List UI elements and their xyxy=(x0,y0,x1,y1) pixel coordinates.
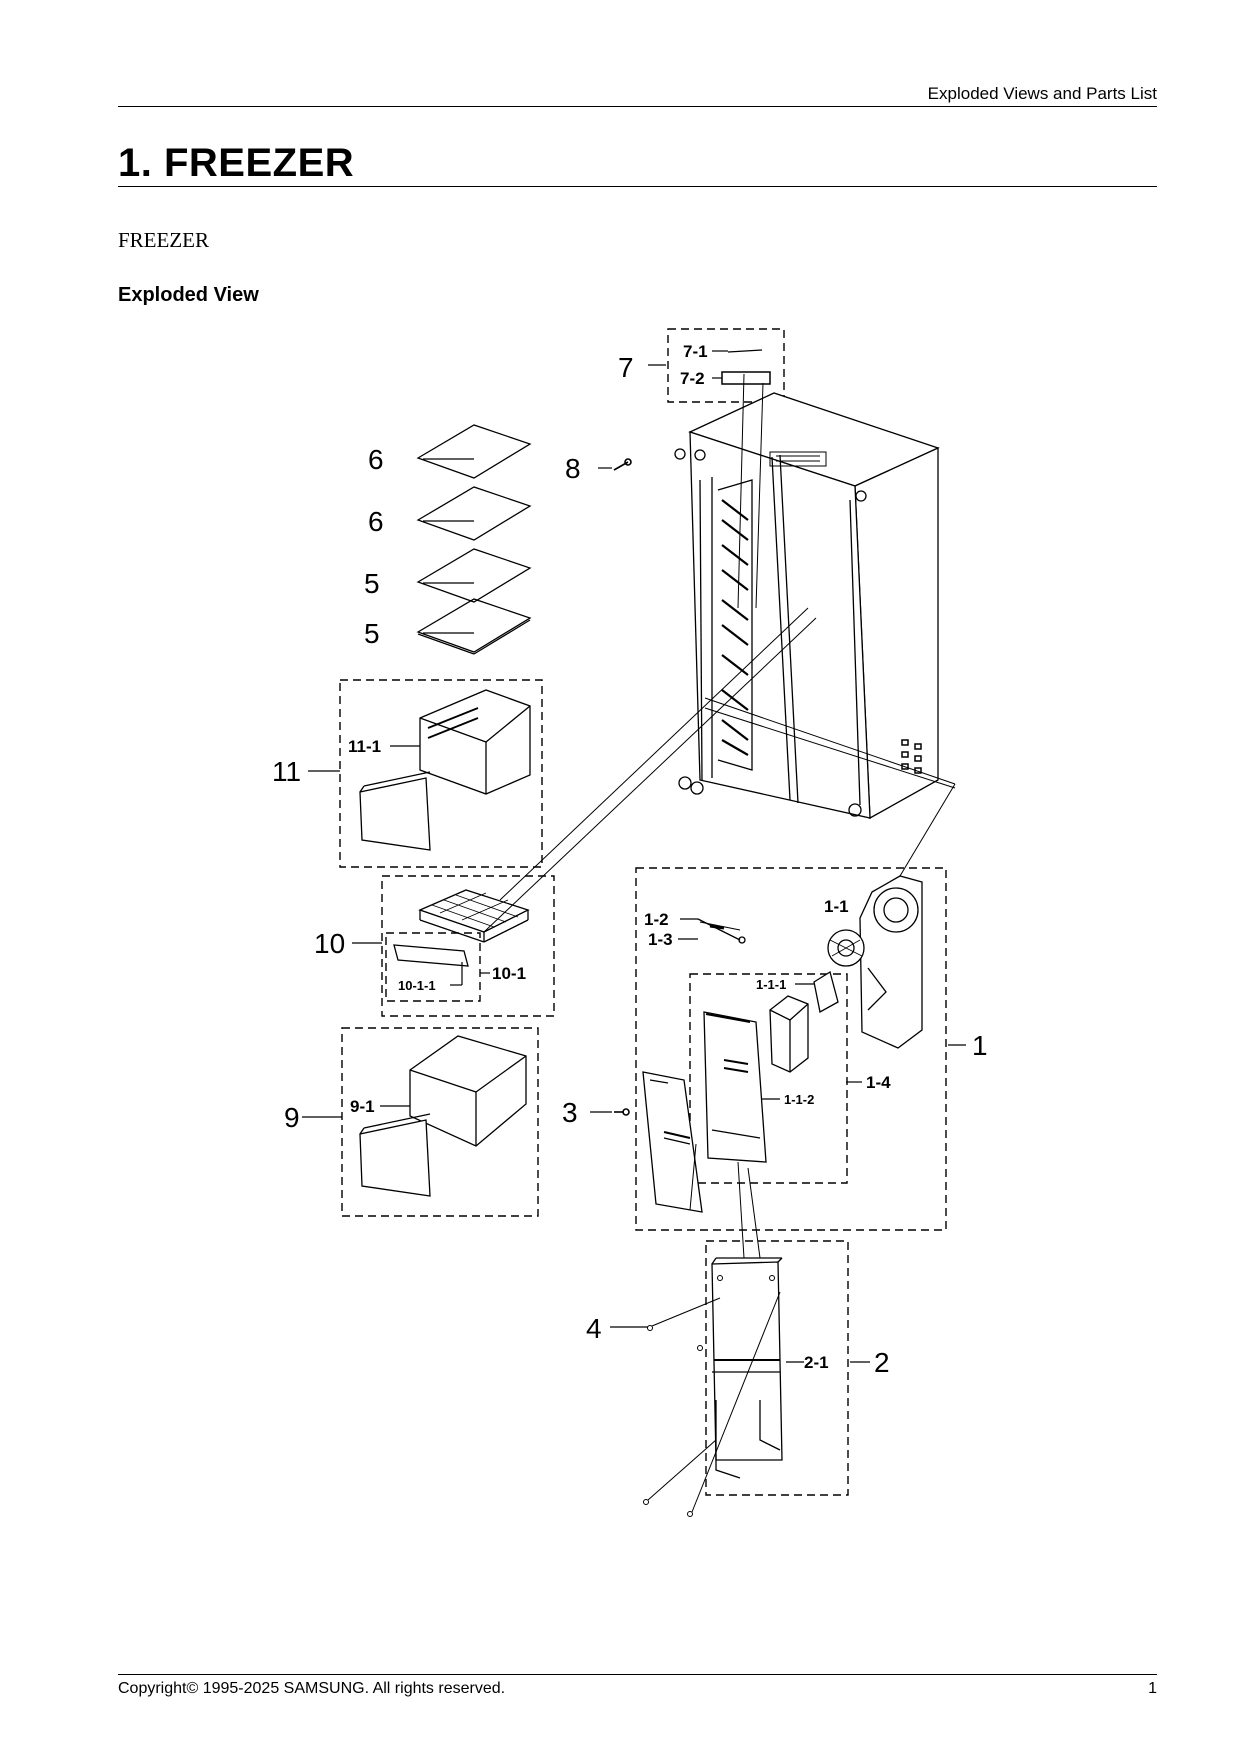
group-box-7 xyxy=(667,328,785,403)
callout-5b: 5 xyxy=(364,618,380,649)
callout-10-1-1: 10-1-1 xyxy=(398,978,436,993)
callout-1-1: 1-1 xyxy=(824,897,849,916)
callout-1-2: 1-2 xyxy=(644,910,669,929)
callout-5a: 5 xyxy=(364,568,380,599)
part-11-drawer xyxy=(359,689,531,851)
part-2-duct-assembly xyxy=(697,1257,783,1479)
callout-1: 1 xyxy=(972,1030,988,1061)
callout-4: 4 xyxy=(586,1313,602,1344)
callout-11-1: 11-1 xyxy=(348,737,381,756)
part-1-1-2-cover xyxy=(703,1011,767,1163)
callout-10-1: 10-1 xyxy=(492,964,526,983)
footer-rule xyxy=(118,1674,1157,1675)
page-number: 1 xyxy=(1148,1680,1157,1697)
part-3-screw xyxy=(614,1108,630,1116)
copyright: Copyright© 1995-2025 SAMSUNG. All rights… xyxy=(118,1680,506,1697)
refrigerator-cabinet xyxy=(674,392,940,820)
group-box-10 xyxy=(381,875,555,1017)
callout-8: 8 xyxy=(565,453,581,484)
chapter-title: 1. FREEZER xyxy=(118,141,355,185)
callout-6b: 6 xyxy=(368,506,384,537)
callout-labels: 7 7-1 7-2 8 6 6 5 5 11 11-1 10 10-1 10-1… xyxy=(272,342,988,1378)
callout-1-4: 1-4 xyxy=(866,1073,891,1092)
callout-3: 3 xyxy=(562,1097,578,1128)
group-box-1 xyxy=(635,867,947,1231)
part-10-tray xyxy=(393,889,530,967)
section-title: Exploded View xyxy=(118,284,259,306)
part-4-screws xyxy=(643,1325,693,1517)
callout-9: 9 xyxy=(284,1102,300,1133)
callout-9-1: 9-1 xyxy=(350,1097,375,1116)
shelves xyxy=(416,424,532,655)
subtitle: FREEZER xyxy=(118,228,210,252)
group-box-10-1 xyxy=(385,932,481,1002)
callout-1-1-2: 1-1-2 xyxy=(784,1092,814,1107)
callout-11: 11 xyxy=(272,756,301,787)
part-8-screw xyxy=(613,458,632,471)
running-header: Exploded Views and Parts List xyxy=(927,84,1157,103)
callout-6a: 6 xyxy=(368,444,384,475)
callout-10: 10 xyxy=(314,928,345,959)
group-box-9 xyxy=(341,1027,539,1217)
callout-1-3: 1-3 xyxy=(648,930,673,949)
part-1-evaporator-assembly xyxy=(697,875,923,1073)
callout-7: 7 xyxy=(618,352,634,383)
callout-2: 2 xyxy=(874,1347,890,1378)
group-box-2 xyxy=(705,1240,849,1496)
part-9-bin xyxy=(359,1035,527,1197)
callout-7-2: 7-2 xyxy=(680,369,705,388)
header-rule xyxy=(118,106,1157,107)
callout-1-1-1: 1-1-1 xyxy=(756,977,786,992)
chapter-rule xyxy=(118,186,1157,187)
callout-7-1: 7-1 xyxy=(683,342,708,361)
callout-2-1: 2-1 xyxy=(804,1353,829,1372)
part-3-cover xyxy=(642,1071,703,1213)
group-box-1-4 xyxy=(689,973,848,1184)
